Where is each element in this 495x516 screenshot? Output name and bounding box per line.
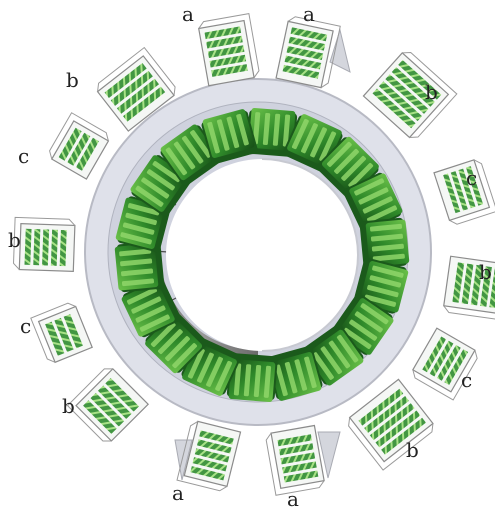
detector-modules <box>114 107 410 403</box>
detector-module <box>246 107 298 157</box>
detector-module <box>283 114 343 173</box>
peripheral-cages <box>13 13 495 496</box>
detector-module <box>121 277 181 338</box>
cage-box <box>13 216 76 273</box>
label-c-right-2: c <box>461 368 473 392</box>
bore-edge <box>261 158 359 352</box>
cage-box <box>348 378 434 471</box>
label-b-right-mid: b <box>479 260 492 284</box>
label-b-left-mid: b <box>8 228 21 252</box>
cage-box <box>49 112 110 180</box>
cage-box <box>96 46 176 132</box>
cage-box <box>433 159 495 225</box>
label-c-right-1: c <box>466 166 478 190</box>
label-b-lower-right: b <box>406 438 419 462</box>
detector-module <box>301 324 364 386</box>
cage-box <box>265 424 325 496</box>
label-c-left-2: c <box>20 314 32 338</box>
label-a-bottom-left: a <box>172 481 184 505</box>
detector-module <box>226 353 278 403</box>
detector-module <box>266 345 323 401</box>
detector-module <box>343 172 403 233</box>
detector-module <box>316 136 379 199</box>
cage-box <box>30 302 93 364</box>
detector-module <box>359 217 410 270</box>
label-b-lower-left: b <box>62 394 75 418</box>
label-c-left-1: c <box>18 144 30 168</box>
cage-box <box>176 420 242 492</box>
detector-module <box>114 240 165 293</box>
cage-box <box>198 13 260 87</box>
label-a-top-left: a <box>182 2 194 26</box>
cage-box <box>443 255 495 323</box>
label-a-top-right: a <box>303 2 315 26</box>
label-b-upper-left: b <box>66 68 79 92</box>
cage-box <box>66 367 150 442</box>
label-b-upper-right: b <box>425 80 438 104</box>
cage-box <box>362 51 458 139</box>
label-a-bottom-right: a <box>287 487 299 511</box>
cage-box <box>275 16 341 89</box>
cage-box <box>412 327 478 401</box>
inner-bore <box>166 159 358 351</box>
detector-module <box>201 109 258 165</box>
